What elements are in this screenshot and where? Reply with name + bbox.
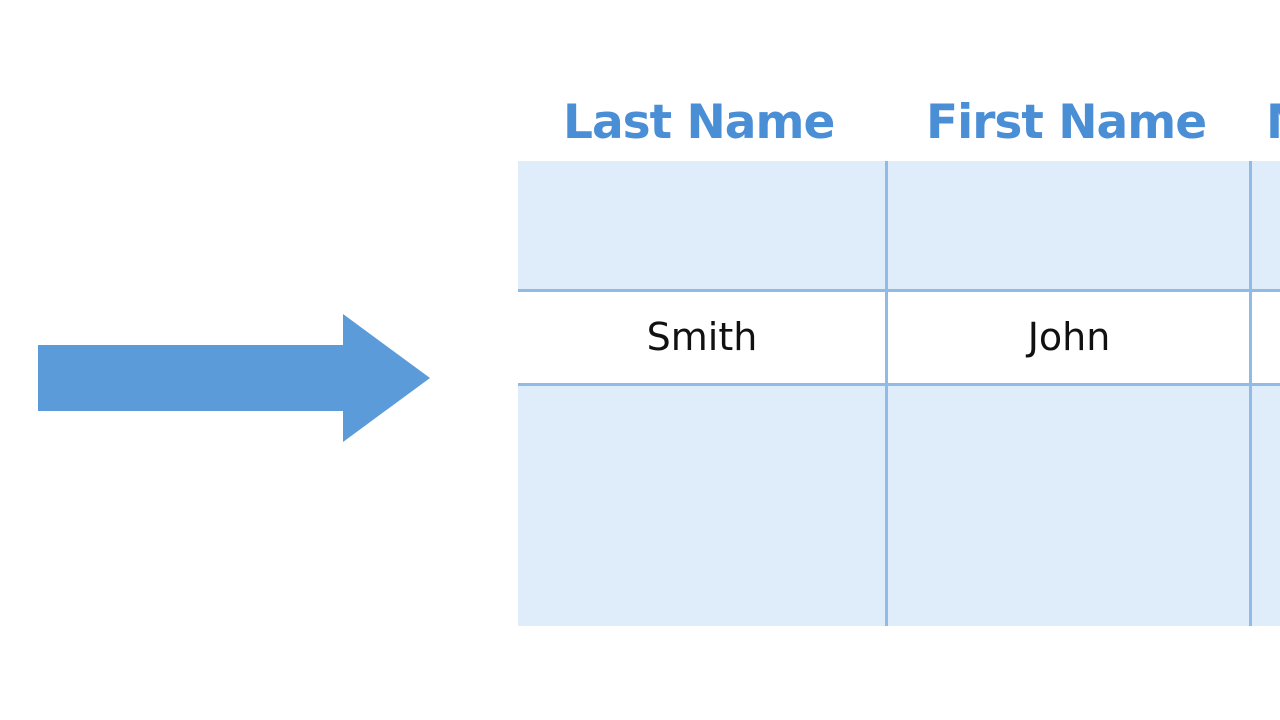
arrow-right-icon [38,314,430,442]
row-divider-bottom [518,383,1280,386]
table-row-data [518,290,1280,384]
table-row-empty-bottom [518,384,1280,626]
column-divider-2 [1249,161,1252,626]
column-divider-1 [885,161,888,626]
name-table: Smith John [518,161,1280,626]
cell-first-name-john: John [1027,315,1111,359]
column-header-first-name: First Name [926,95,1207,150]
row-divider-top [518,289,1280,292]
column-header-last-name: Last Name [563,95,835,150]
cell-last-name-smith: Smith [646,315,758,359]
table-row-empty-top [518,161,1280,290]
column-header-third: M [1266,92,1280,154]
